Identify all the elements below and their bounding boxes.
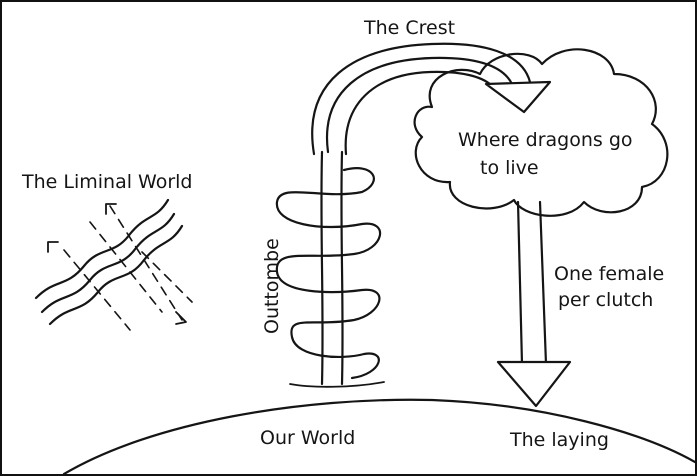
- liminal-dash-2: [89, 221, 163, 313]
- liminal-dash-3: [109, 205, 183, 321]
- outtombe-spiral: [275, 167, 382, 380]
- label-dragons-line1: Where dragons go: [458, 129, 633, 151]
- liminal-wave-1: [40, 212, 176, 314]
- crest-arrowhead: [484, 80, 552, 114]
- outtombe-column-right: [340, 150, 344, 386]
- label-clutch-line1: One female: [554, 263, 664, 285]
- liminal-dash-1: [63, 249, 131, 331]
- label-our-world: Our World: [260, 427, 355, 449]
- crest-arc-middle: [325, 56, 514, 154]
- label-the-laying: The laying: [509, 429, 609, 451]
- liminal-dash-4: [141, 251, 193, 303]
- liminal-wave-3: [48, 224, 184, 326]
- label-outtombe: Outtombe: [261, 238, 283, 334]
- clutch-arrow-shaft-right: [538, 200, 548, 366]
- dragon-cloud: [413, 48, 669, 217]
- crest-arc-inner: [344, 70, 496, 156]
- outtombe-column-left: [320, 150, 324, 386]
- liminal-arrow-mark-3: [175, 311, 187, 325]
- clutch-arrow-shaft-left: [516, 200, 524, 366]
- label-liminal-world: The Liminal World: [21, 171, 192, 193]
- clutch-arrowhead: [496, 360, 572, 408]
- our-world-arc: [62, 398, 695, 474]
- liminal-arrow-mark-1: [47, 241, 59, 253]
- label-the-crest: The Crest: [363, 17, 455, 39]
- liminal-arrow-mark-2: [105, 203, 117, 215]
- label-dragons-line2: to live: [480, 157, 539, 179]
- crest-arc-outer: [311, 42, 532, 156]
- liminal-wave-2: [34, 198, 170, 300]
- label-clutch-line2: per clutch: [558, 289, 653, 311]
- outtombe-column-base: [289, 381, 385, 388]
